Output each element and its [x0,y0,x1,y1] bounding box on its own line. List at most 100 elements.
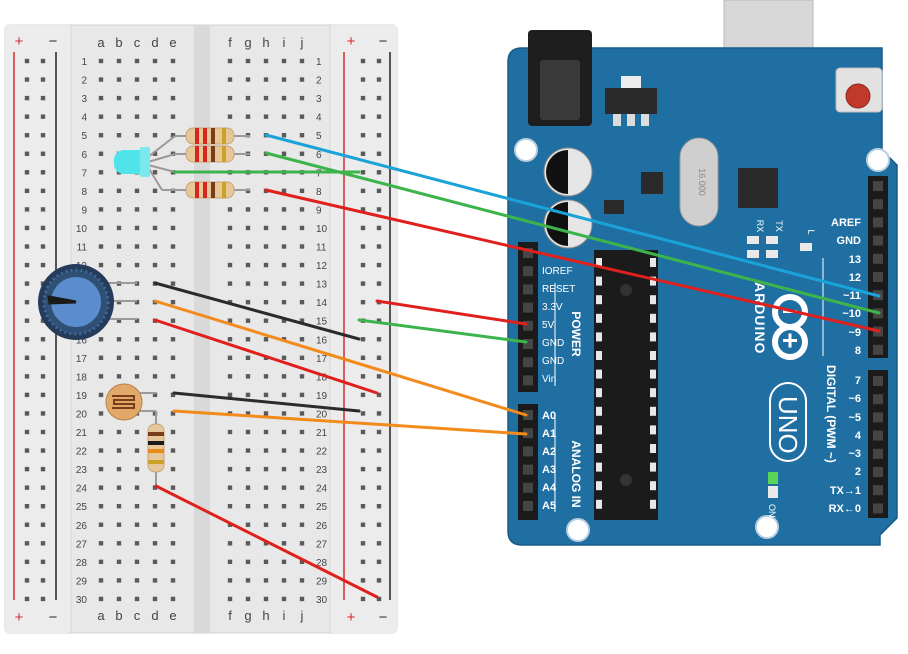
breadboard-hole [98,244,104,249]
rail-hole [24,559,30,565]
power-header-pin[interactable] [523,320,533,331]
digital-header-pin[interactable] [873,467,883,477]
digital-header-pin[interactable] [873,181,883,191]
resistor-1[interactable] [175,127,250,145]
row-number-right: 28 [316,558,328,569]
wire-orange-ldr-to-a1[interactable] [172,409,528,436]
rail-hole [24,151,30,156]
wire-red-5v-to-rail[interactable] [375,299,528,326]
microcontroller-pin [650,295,656,305]
breadboard-hole [263,207,269,212]
resistor-4-band-1 [148,432,164,436]
rail-hole [376,318,382,323]
rail-hole [360,374,366,379]
resistor-4[interactable] [147,411,165,486]
wire-red-to-pin-9[interactable] [264,188,881,333]
breadboard-hole [98,58,104,64]
power-header-pin[interactable] [523,284,533,295]
analog-header-pin[interactable] [523,464,533,475]
tx-led [766,236,778,244]
digital-header-pin[interactable] [873,272,883,282]
potentiometer[interactable] [38,264,137,340]
breadboard-hole [152,374,158,379]
power-header-pin[interactable] [523,375,533,386]
rail-hole [360,337,366,342]
analog-header-pin[interactable] [523,446,533,457]
led-component[interactable] [114,135,176,191]
wire-black-ldr-to-ground[interactable] [172,391,361,413]
digital-header-pin[interactable] [873,412,883,423]
rail-hole [376,392,382,398]
wire-black-pot-to-ground[interactable] [153,281,361,341]
breadboard-hole [170,578,176,583]
photoresistor[interactable] [105,383,156,421]
breadboard-hole [281,244,287,249]
reset-button[interactable] [845,83,871,109]
analog-header-pin[interactable] [523,410,533,420]
power-header-pin[interactable] [523,248,533,258]
power-header-pin[interactable] [523,266,533,277]
digital-header-pin[interactable] [873,448,883,459]
analog-header-pin[interactable] [523,501,533,511]
breadboard-hole [281,281,287,286]
breadboard-hole [281,151,287,156]
breadboard-hole [98,133,104,138]
resistor-3[interactable] [162,181,250,199]
power-header-pin[interactable] [523,357,533,368]
digital-header-pin[interactable] [873,394,883,405]
digital-header-pin[interactable] [873,485,883,496]
pin-label-a3: A3 [542,464,556,476]
breadboard-hole [98,485,104,490]
wire-blue-to-pin-11[interactable] [264,133,881,298]
breadboard-hole [263,429,269,435]
row-number-left: 10 [76,224,88,235]
breadboard-hole [281,114,287,119]
breadboard-hole [116,318,122,323]
power-header-pin[interactable] [523,302,533,313]
breadboard-hole [281,133,287,138]
digital-header-pin[interactable] [873,376,883,386]
breadboard-hole [134,466,140,472]
row-number-left: 17 [76,354,88,365]
wire-orange-pot-to-a0[interactable] [153,299,528,417]
digital-header-pin[interactable] [873,217,883,228]
voltage-regulator [605,88,657,114]
breadboard-hole [98,411,104,416]
rail-hole [40,77,46,82]
digital-header-pin[interactable] [873,253,883,264]
breadboard-hole [245,95,251,101]
rail-hole [40,133,46,138]
analog-header-pin[interactable] [523,482,533,493]
microcontroller-pin [650,481,656,491]
power-header-pin[interactable] [523,339,533,349]
ldr-body[interactable] [105,383,143,421]
breadboard-hole [245,244,251,249]
breadboard-hole [134,77,140,82]
left-minus-bottom: − [49,609,58,626]
breadboard-hole [245,596,251,602]
rail-hole [376,133,382,138]
wire-red-pot-to-power[interactable] [153,318,379,395]
analog-header-pin[interactable] [523,428,533,439]
digital-header-pin[interactable] [873,199,883,210]
rail-hole [24,448,30,453]
pin-label-9: ~9 [848,327,861,339]
breadboard-hole [263,541,269,546]
digital-header-pin[interactable] [873,344,883,355]
breadboard-hole [116,337,122,342]
row-number-right: 5 [316,131,322,142]
breadboard-hole [134,225,140,231]
wire-green-gnd-to-rail[interactable] [357,318,528,344]
rail-hole [24,355,30,360]
wire-red-resistor-to-power[interactable] [154,484,379,599]
digital-header-pin[interactable] [873,430,883,441]
rail-hole [40,485,46,490]
wire-green-to-pin-10[interactable] [264,151,881,315]
microcontroller-pin [596,276,602,286]
regulator-pin-2 [627,114,635,126]
mounting-hole-top-left [514,138,538,162]
resistor-2[interactable] [175,145,250,163]
digital-header-pin[interactable] [873,235,883,246]
digital-header-pin[interactable] [873,503,883,514]
